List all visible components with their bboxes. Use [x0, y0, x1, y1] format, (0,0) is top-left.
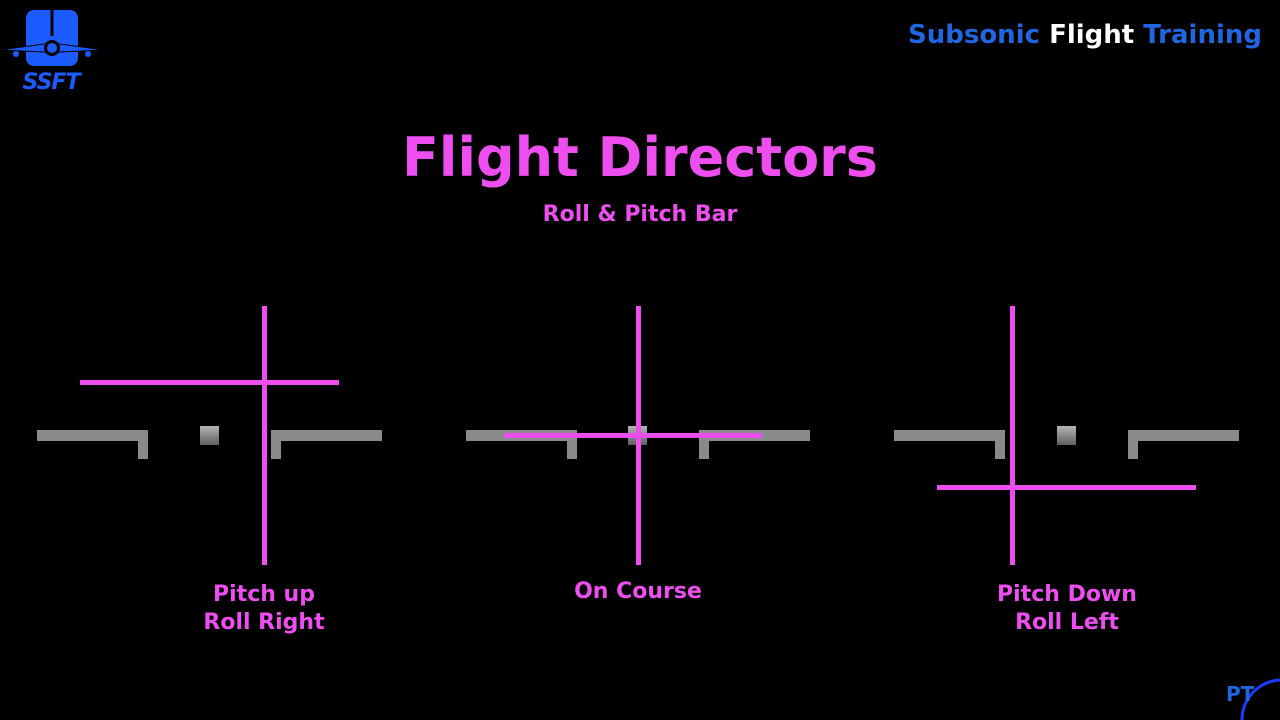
panel-pitch-up-roll-right — [37, 306, 382, 565]
corner-arc — [1240, 678, 1280, 720]
panel-pitch-down-roll-left — [894, 306, 1239, 565]
left-wing — [894, 430, 1005, 459]
caption-pitch-down-roll-left: Pitch Down Roll Left — [917, 581, 1217, 637]
center-dot — [200, 426, 219, 445]
corner-mark: PT — [1226, 682, 1255, 706]
aircraft-symbol — [37, 426, 382, 459]
brand-word-subsonic: Subsonic — [908, 20, 1041, 50]
aircraft-symbol — [894, 426, 1239, 459]
caption-line: Pitch Down — [997, 582, 1137, 607]
brand-title: Subsonic Flight Training — [908, 20, 1262, 50]
left-wing — [37, 430, 148, 459]
caption-line: Roll Right — [203, 610, 325, 635]
page-title: Flight Directors — [402, 126, 878, 189]
ssft-logo-icon — [0, 10, 104, 66]
panel-on-course — [466, 306, 810, 565]
caption-line: Roll Left — [1015, 610, 1119, 635]
logo-text: SSFT — [22, 70, 81, 95]
pitch-command-bar — [504, 433, 762, 438]
right-wing — [1128, 430, 1239, 459]
pitch-command-bar — [80, 380, 339, 385]
roll-command-bar — [262, 306, 267, 565]
caption-pitch-up-roll-right: Pitch up Roll Right — [114, 581, 414, 637]
brand-word-flight: Flight — [1049, 20, 1135, 50]
brand-word-training: Training — [1143, 20, 1262, 50]
page-subtitle: Roll & Pitch Bar — [542, 202, 738, 227]
pitch-command-bar — [937, 485, 1196, 490]
right-wing — [271, 430, 382, 459]
roll-command-bar — [1010, 306, 1015, 565]
roll-command-bar — [636, 306, 641, 565]
caption-line: On Course — [574, 579, 702, 604]
caption-line: Pitch up — [213, 582, 315, 607]
center-dot — [1057, 426, 1076, 445]
caption-on-course: On Course — [488, 578, 788, 606]
